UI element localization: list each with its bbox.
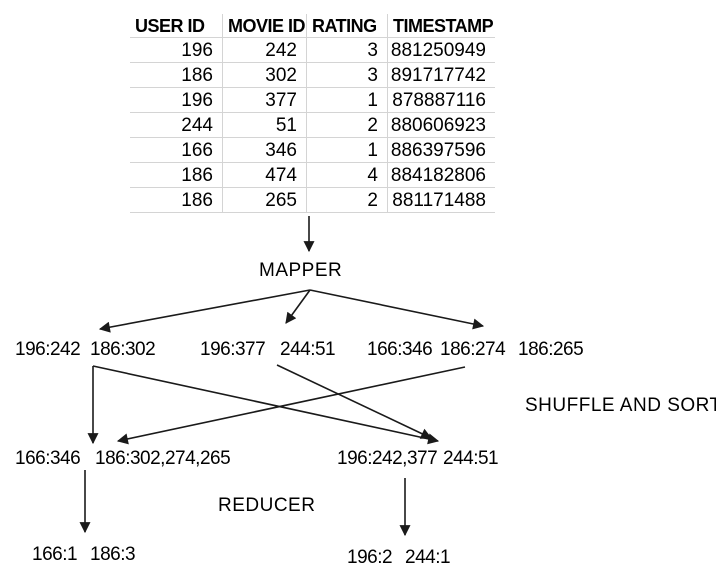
map-pair: 196:242	[15, 339, 81, 360]
map-pair: 166:346	[367, 339, 433, 360]
table-cell: 3	[307, 38, 388, 63]
table-cell: 346	[223, 138, 307, 163]
table-cell: 302	[223, 63, 307, 88]
reduced-pair: 196:2	[347, 547, 393, 568]
reduced-pair: 186:3	[90, 544, 136, 565]
table-cell: 166	[130, 138, 223, 163]
map-pair: 186:302	[90, 339, 156, 360]
reduced-pair: 244:1	[405, 547, 451, 568]
ratings-table: USER ID MOVIE ID RATING TIMESTAMP 196 24…	[130, 14, 495, 213]
table-cell: 2	[307, 113, 388, 138]
shuffled-group: 196:242,377	[337, 448, 438, 469]
table-cell: 1	[307, 138, 388, 163]
map-pair: 186:274	[440, 339, 506, 360]
map-pair: 244:51	[280, 339, 336, 360]
table-cell: 186	[130, 188, 223, 213]
arrow-shuffle-group2-to-right	[276, 364, 432, 439]
table-cell: 881250949	[388, 38, 495, 63]
mapper-label: MAPPER	[259, 260, 343, 281]
table-cell: 51	[223, 113, 307, 138]
map-pair: 186:265	[518, 339, 584, 360]
table-cell: 3	[307, 63, 388, 88]
table-cell: 377	[223, 88, 307, 113]
table-cell: 886397596	[388, 138, 495, 163]
shuffled-group: 186:302,274,265	[95, 448, 231, 469]
arrow-shuffle-group1-to-right	[92, 365, 440, 445]
shuffle-label: SHUFFLE AND SORT	[525, 395, 716, 416]
col-header-timestamp: TIMESTAMP	[388, 14, 495, 38]
table-cell: 891717742	[388, 63, 495, 88]
table-cell: 242	[223, 38, 307, 63]
shuffled-group: 166:346	[15, 448, 81, 469]
arrow-shuffle-group3-to-left	[116, 366, 466, 445]
table-cell: 186	[130, 63, 223, 88]
reduced-pair: 166:1	[32, 544, 78, 565]
col-header-rating: RATING	[307, 14, 388, 38]
table-cell: 884182806	[388, 163, 495, 188]
table-cell: 265	[223, 188, 307, 213]
table-cell: 186	[130, 163, 223, 188]
table-cell: 2	[307, 188, 388, 213]
arrow-mapper-to-group3	[309, 289, 485, 330]
table-cell: 1	[307, 88, 388, 113]
table-cell: 878887116	[388, 88, 495, 113]
table-cell: 4	[307, 163, 388, 188]
table-cell: 244	[130, 113, 223, 138]
col-header-user-id: USER ID	[130, 14, 223, 38]
table-cell: 196	[130, 88, 223, 113]
arrow-mapper-to-group1	[98, 289, 311, 333]
shuffled-group: 244:51	[443, 448, 499, 469]
reducer-label: REDUCER	[218, 495, 316, 516]
table-cell: 196	[130, 38, 223, 63]
col-header-movie-id: MOVIE ID	[223, 14, 307, 38]
map-pair: 196:377	[200, 339, 266, 360]
arrow-mapper-to-group2	[285, 289, 311, 324]
table-cell: 880606923	[388, 113, 495, 138]
table-cell: 474	[223, 163, 307, 188]
table-cell: 881171488	[388, 188, 495, 213]
